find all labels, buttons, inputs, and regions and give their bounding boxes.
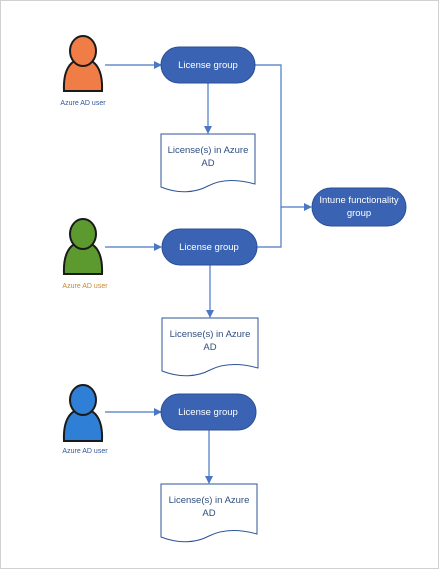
document-1-line-2: AD [201,158,214,169]
group-1-to-intune-connector [255,64,312,211]
license-document-2: License(s) in Azure AD [161,317,259,377]
person-icon [62,35,104,92]
user-3: Azure AD user [62,384,108,455]
license-group-1: License group [160,46,256,84]
group-2-to-intune-connector [257,207,282,248]
intune-label-line-2: group [347,208,371,219]
license-document-3: License(s) in Azure AD [160,483,258,543]
document-1-line-1: License(s) in Azure [168,145,249,156]
document-2-line-2: AD [203,342,216,353]
intune-label-line-1: Intune functionality [319,195,398,206]
connectors [105,61,312,484]
person-icon [62,218,104,275]
person-icon [62,384,104,442]
license-group-3-label: License group [178,407,238,418]
intune-functionality-group: Intune functionality group [311,187,407,227]
license-document-1: License(s) in Azure AD [160,133,256,193]
user-1-label: Azure AD user [60,100,106,107]
user-1: Azure AD user [60,35,106,107]
license-group-1-label: License group [178,60,238,71]
document-2-line-1: License(s) in Azure [170,329,251,340]
license-group-2: License group [161,228,258,266]
user-3-label: Azure AD user [62,448,108,455]
user-2-label: Azure AD user [62,283,108,290]
user-2: Azure AD user [62,218,108,290]
document-3-line-1: License(s) in Azure [169,495,250,506]
license-group-3: License group [160,393,257,431]
document-3-line-2: AD [202,508,215,519]
license-group-2-label: License group [179,242,239,253]
